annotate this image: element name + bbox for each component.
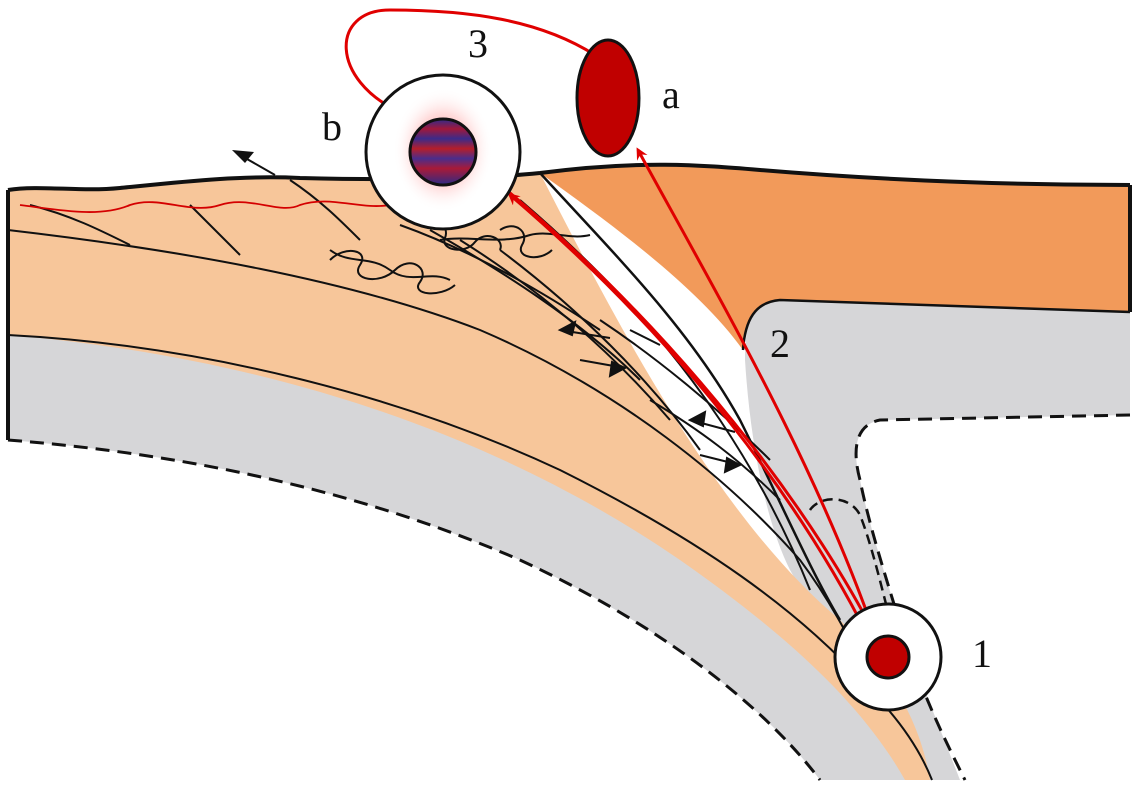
overriding-mantle-wedge — [745, 300, 1130, 780]
surface-arrowhead-icon — [232, 150, 254, 163]
overriding-plate — [540, 164, 1130, 350]
red-arrow-1-to-b-lower — [507, 193, 872, 641]
lower-slab-dashed — [7, 438, 822, 781]
ringed-sample-icon — [364, 73, 522, 231]
red-arrow-a-to-b — [344, 8, 596, 114]
subducting-crust-layer — [8, 173, 930, 780]
exhumation-channel-dashed — [808, 498, 892, 621]
upper-mantle-outline — [741, 298, 1131, 351]
folded-layer — [329, 249, 456, 295]
mantle-top-line — [7, 229, 861, 661]
red-arrow-1-to-a — [636, 147, 882, 651]
overriding-mantle-dashed — [854, 413, 1131, 781]
label-1: 1 — [972, 631, 992, 676]
label-2: 2 — [770, 321, 790, 366]
label-b: b — [322, 104, 342, 149]
label-a: a — [662, 72, 680, 117]
red-surface-trace — [19, 200, 391, 213]
subducting-mantle-layer — [8, 335, 935, 780]
ellipse-sample-icon — [575, 38, 641, 158]
label-3: 3 — [468, 21, 488, 66]
folded-layer — [499, 225, 553, 259]
ringed-sample-icon — [833, 602, 943, 712]
red-arrow-1-to-b — [477, 166, 887, 656]
subduction-interface-line — [539, 172, 842, 621]
shear-arrows — [557, 320, 743, 474]
